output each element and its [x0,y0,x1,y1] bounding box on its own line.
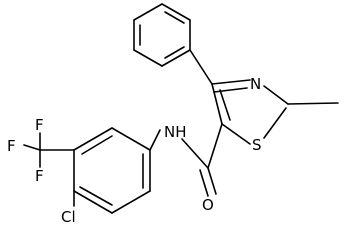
phenyl-ring [133,3,191,67]
atom-label-cl: Cl [61,208,76,226]
structure-diagram: F F F NH O N S Cl [7,3,339,226]
atom-label-f1: F [7,137,16,155]
atom-label-nh: NH [164,123,187,141]
atom-label-o: O [202,196,214,214]
atom-label-f2: F [35,116,44,134]
trifluoromethyl-group [23,132,75,168]
atom-label-n: N [250,75,261,93]
carboxamide-group [149,123,223,197]
molecule-svg: F F F NH O N S Cl [7,3,339,226]
chlorophenyl-ring [73,127,151,214]
thiazole-ring [211,79,289,145]
atom-label-f3: F [35,167,44,185]
phenyl-thiazole-bond [189,49,213,85]
methyl-bond [287,102,339,105]
atom-label-s: S [252,136,262,154]
